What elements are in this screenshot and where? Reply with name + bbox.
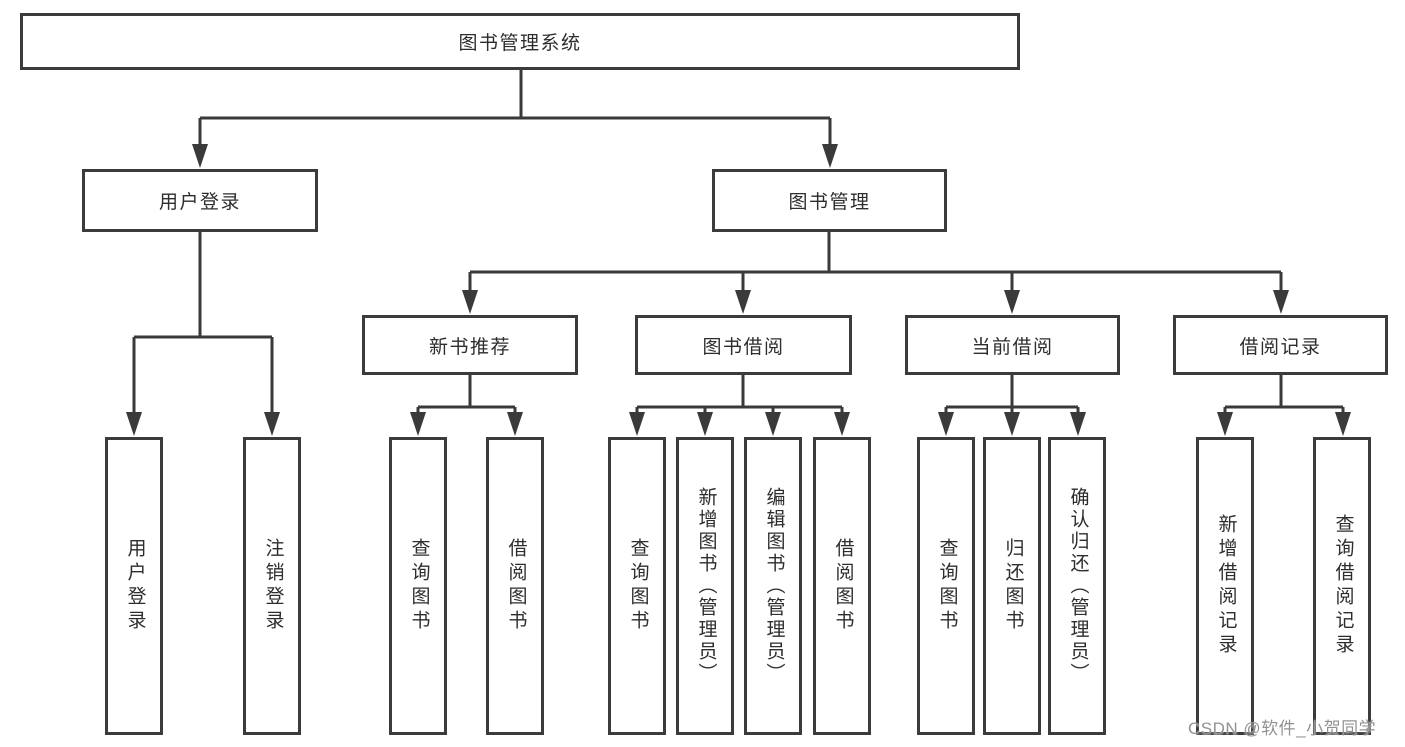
leaf-user-login: 用户登录 xyxy=(105,437,163,735)
leaf-query-borrow-record: 查询借阅记录 xyxy=(1313,437,1371,735)
leaf-borrow-book: 借阅图书 xyxy=(813,437,871,735)
leaf-logout: 注销登录 xyxy=(243,437,301,735)
leaf-query-book-label: 查询图书 xyxy=(936,538,958,634)
leaf-add-book-admin: 新增图书（管理员） xyxy=(676,437,734,735)
leaf-add-book-admin-label: 新增图书（管理员） xyxy=(695,487,717,685)
leaf-edit-book-admin-label: 编辑图书（管理员） xyxy=(763,487,785,685)
leaf-logout-label: 注销登录 xyxy=(262,538,284,634)
leaf-query-book: 查询图书 xyxy=(389,437,447,735)
leaf-confirm-return-admin-label: 确认归还（管理员） xyxy=(1067,487,1089,685)
node-current-borrow: 当前借阅 xyxy=(905,315,1120,375)
leaf-query-book: 查询图书 xyxy=(608,437,666,735)
node-root-system: 图书管理系统 xyxy=(20,13,1020,70)
leaf-query-borrow-record-label: 查询借阅记录 xyxy=(1332,514,1354,658)
leaf-confirm-return-admin: 确认归还（管理员） xyxy=(1048,437,1106,735)
node-book-borrow-label: 图书借阅 xyxy=(702,336,785,358)
leaf-edit-book-admin: 编辑图书（管理员） xyxy=(744,437,802,735)
leaf-add-borrow-record-label: 新增借阅记录 xyxy=(1215,514,1237,658)
node-book-borrow: 图书借阅 xyxy=(635,315,852,375)
leaf-query-book-label: 查询图书 xyxy=(408,538,430,634)
leaf-query-book-label: 查询图书 xyxy=(627,538,649,634)
leaf-user-login-label: 用户登录 xyxy=(124,538,146,634)
node-new-book-recommend-label: 新书推荐 xyxy=(428,336,511,358)
node-new-book-recommend: 新书推荐 xyxy=(362,315,578,375)
node-user-login: 用户登录 xyxy=(82,169,318,232)
leaf-return-book: 归还图书 xyxy=(983,437,1041,735)
node-borrow-records-label: 借阅记录 xyxy=(1239,336,1322,358)
node-user-login-label: 用户登录 xyxy=(158,192,241,213)
leaf-query-book: 查询图书 xyxy=(917,437,975,735)
csdn-watermark: CSDN @软件_小贺同学 xyxy=(1188,719,1377,738)
node-book-management: 图书管理 xyxy=(712,169,947,232)
leaf-borrow-book: 借阅图书 xyxy=(486,437,544,735)
node-book-management-label: 图书管理 xyxy=(788,192,871,213)
leaf-return-book-label: 归还图书 xyxy=(1002,538,1024,634)
leaf-add-borrow-record: 新增借阅记录 xyxy=(1196,437,1254,735)
node-borrow-records: 借阅记录 xyxy=(1173,315,1388,375)
leaf-borrow-book-label: 借阅图书 xyxy=(832,538,854,634)
leaf-borrow-book-label: 借阅图书 xyxy=(505,538,527,634)
node-current-borrow-label: 当前借阅 xyxy=(971,336,1054,358)
node-root-label: 图书管理系统 xyxy=(458,33,582,54)
